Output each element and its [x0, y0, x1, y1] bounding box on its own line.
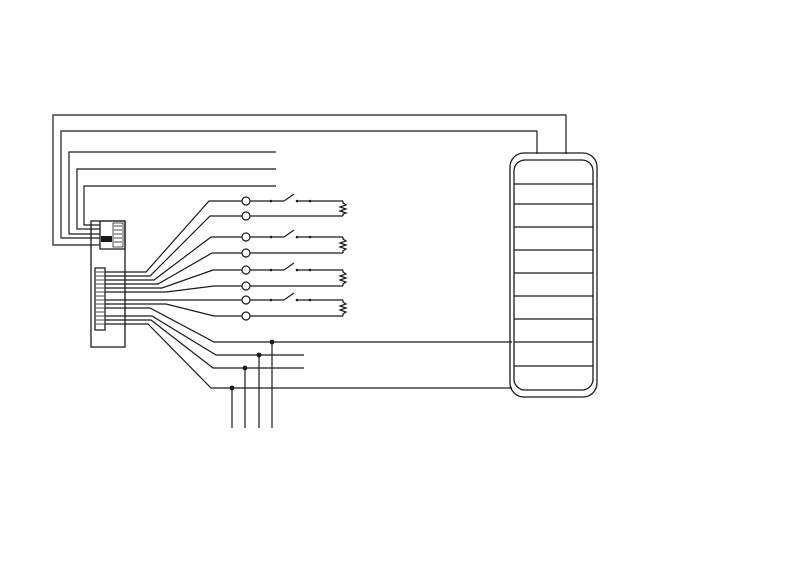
keypad-inner — [514, 160, 593, 390]
switch-circuits — [250, 194, 346, 316]
resistor-3 — [340, 270, 346, 286]
lower-connector — [95, 268, 105, 330]
keypad-key-lines — [514, 184, 593, 366]
resistor-4 — [340, 300, 346, 316]
switch-circuit-4 — [250, 293, 346, 316]
bus-drops — [230, 340, 275, 428]
terminal-4 — [242, 249, 250, 257]
keypad-unit — [510, 153, 597, 397]
terminal-3 — [242, 233, 250, 241]
resistor-2 — [340, 237, 346, 253]
junction-dot-4 — [230, 386, 235, 391]
terminal-2 — [242, 212, 250, 220]
loop-wires — [53, 115, 566, 245]
keypad-outer — [510, 153, 597, 397]
terminals — [242, 197, 250, 320]
terminal-7 — [242, 296, 250, 304]
terminal-5 — [242, 266, 250, 274]
outer-loop-wire-2 — [61, 131, 537, 238]
switch-circuit-3 — [250, 263, 346, 286]
outer-loop-wire-1 — [53, 115, 566, 245]
junction-dot-2 — [257, 353, 262, 358]
upper-connector — [100, 221, 125, 249]
switch-circuit-1 — [250, 194, 346, 216]
switch-circuit-2 — [250, 230, 346, 253]
terminal-6 — [242, 282, 250, 290]
terminal-8 — [242, 312, 250, 320]
fanout-wires — [105, 201, 512, 388]
junction-dot-3 — [243, 366, 248, 371]
resistor-1 — [340, 201, 346, 216]
junction-dot-1 — [270, 340, 275, 345]
terminal-1 — [242, 197, 250, 205]
